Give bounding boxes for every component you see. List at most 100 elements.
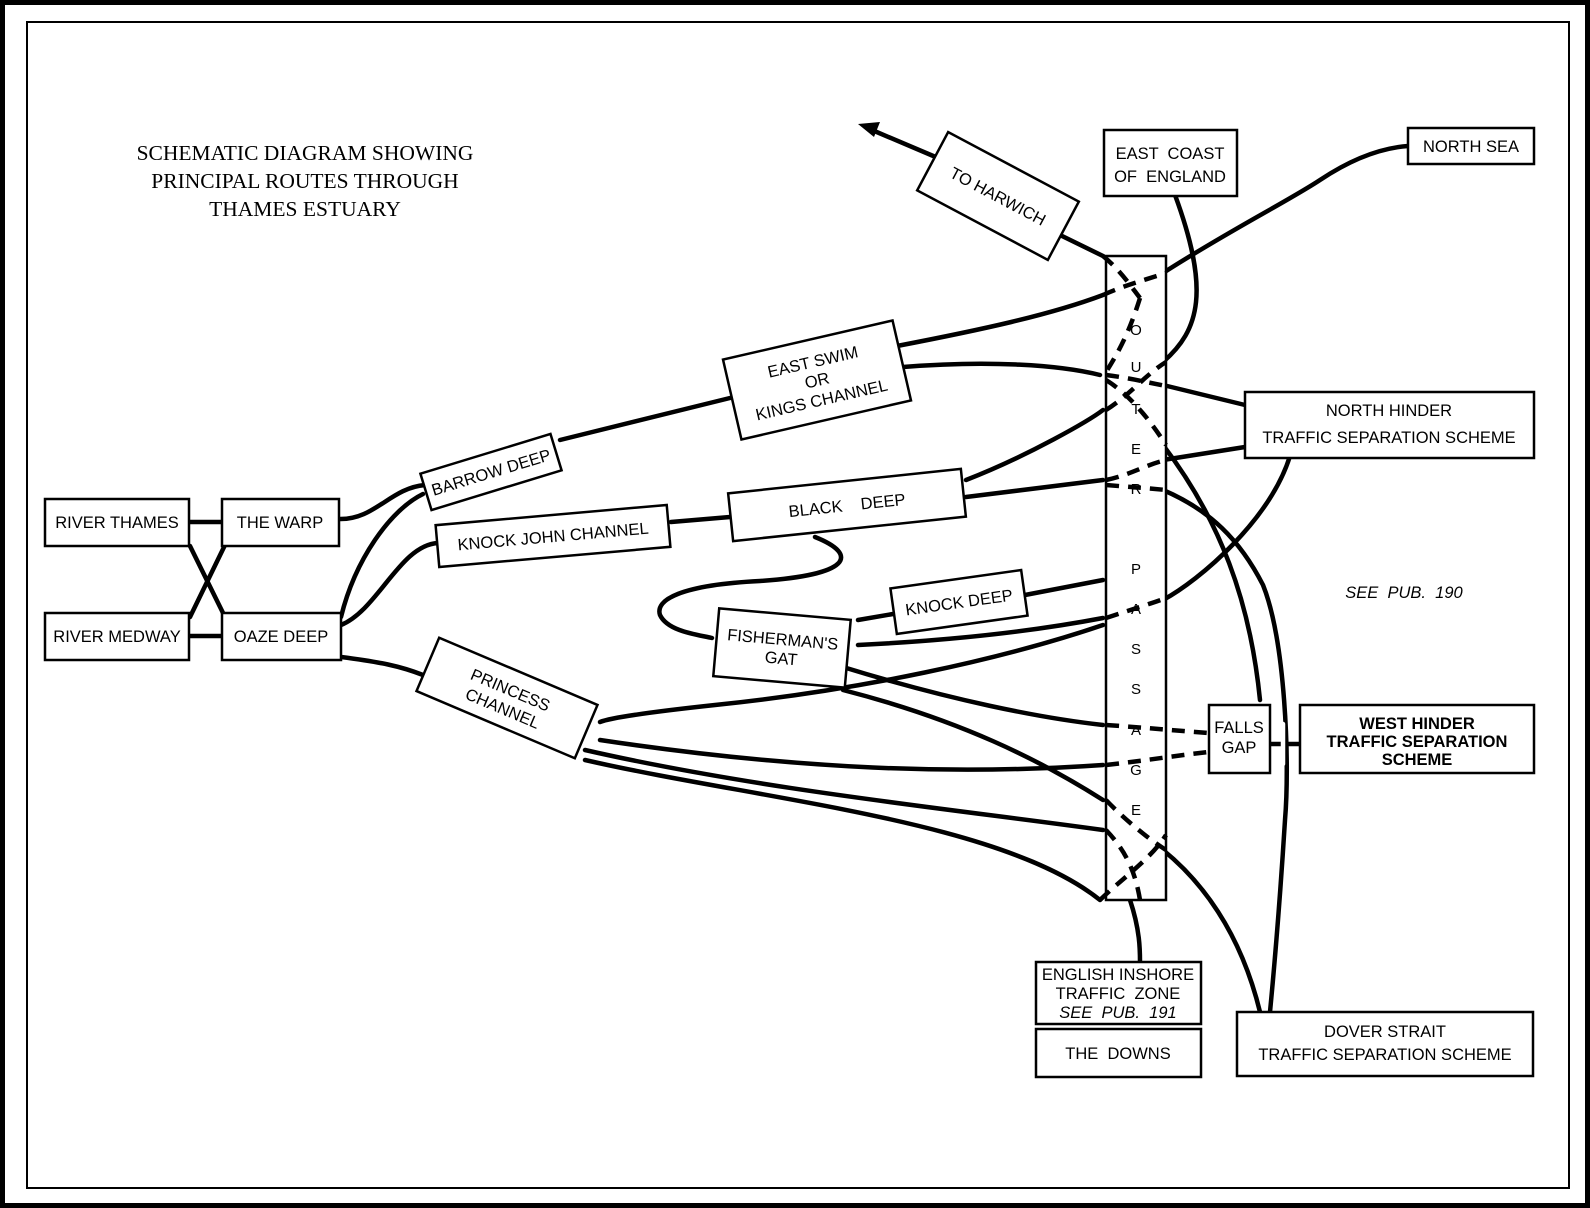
route-to-northhinder [1160,382,1248,408]
route-barrow-eastswim [557,395,733,443]
princess-channel-box [414,636,600,760]
the-warp-box [220,497,341,548]
english-inshore-box [1034,960,1203,1026]
op-letter: G [1130,762,1142,779]
route-outer-dover-right [1160,487,1290,1015]
oaze-deep-box [220,611,343,662]
east-swim-label-2: OR [803,369,831,392]
route-harwich-arrow-line [869,127,941,161]
route-fishermans-falls [840,664,1106,728]
route-knockjohn-black [668,514,733,525]
route-eastswim-outer [894,292,1106,349]
dash-crossing [1104,360,1168,412]
node-the-warp: THE WARP [220,497,341,548]
node-river-medway: RIVER MEDWAY [43,611,191,662]
route-lines [186,143,1411,1015]
node-east-swim: EAST SWIM OR KINGS CHANNEL [721,318,913,442]
node-english-inshore: ENGLISH INSHORE TRAFFIC ZONE SEE PUB. 19… [1034,960,1203,1026]
the-downs-box [1034,1027,1203,1079]
east-coast-label-2: OF ENGLAND [1114,168,1226,186]
op-letter: P [1131,561,1141,578]
english-inshore-label-1: ENGLISH INSHORE [1042,966,1194,984]
route-outer-eastcoast [1160,192,1199,365]
dash-crossing [1105,372,1167,389]
route-oaze-princess [338,654,426,678]
dash-crossing [1101,254,1142,300]
route-black-northhinder [1160,444,1248,463]
node-west-hinder: WEST HINDER TRAFFIC SEPARATION SCHEME [1298,703,1536,775]
north-hinder-label-1: NORTH HINDER [1326,402,1452,420]
node-dover-strait: DOVER STRAIT TRAFFIC SEPARATION SCHEME [1235,1010,1535,1078]
node-east-coast: EAST COAST OF ENGLAND [1102,128,1239,198]
node-barrow-deep: BARROW DEEP [418,432,564,512]
route-warp-medway [187,542,228,620]
dash-crossing [1098,833,1168,902]
fishermans-gat-label-2: GAT [764,649,798,670]
title-line-1: SCHEMATIC DIAGRAM SHOWING [137,141,474,165]
english-inshore-label-3: SEE PUB. 191 [1059,1004,1176,1022]
west-hinder-label-1: WEST HINDER [1359,715,1475,733]
op-letter: O [1130,322,1142,339]
node-the-downs: THE DOWNS [1034,1027,1203,1079]
see-pub-190-note: SEE PUB. 190 [1345,584,1463,602]
dash-crossing [1105,482,1167,493]
op-letter: S [1131,681,1141,698]
node-princess-channel: PRINCESS CHANNEL [414,636,600,760]
route-black-up [963,407,1106,483]
title-line-3: THAMES ESTUARY [209,197,401,221]
title-line-2: PRINCIPAL ROUTES THROUGH [151,169,458,193]
falls-gap-label-1: FALLS [1214,719,1264,737]
inner-border [26,21,1570,1189]
node-falls-gap: FALLS GAP [1207,703,1272,775]
east-coast-label-1: EAST COAST [1116,145,1225,163]
west-hinder-box [1298,703,1536,775]
dash-crossing [1102,270,1167,298]
diagram-title: SCHEMATIC DIAGRAM SHOWING PRINCIPAL ROUT… [137,141,474,221]
dover-strait-label-2: TRAFFIC SEPARATION SCHEME [1258,1046,1511,1064]
route-knockdeep-outer [1022,577,1106,598]
west-hinder-label-3: SCHEME [1382,751,1453,769]
north-hinder-label-2: TRAFFIC SEPARATION SCHEME [1262,429,1515,447]
outer-passage-box [1104,254,1168,902]
op-letter: S [1131,641,1141,658]
node-north-sea: NORTH SEA [1406,126,1536,166]
outer-passage-crossings [1098,254,1210,902]
falls-gap-label-2: GAP [1222,739,1257,757]
node-fishermans-gat: FISHERMAN'S GAT [711,607,853,689]
harwich-route [858,122,1106,259]
route-princess-outer-low [582,747,1106,833]
knock-deep-box [889,568,1029,636]
route-eastswim-east [900,361,1103,378]
fishermans-gat-box [711,607,853,689]
route-outer-inshore [1127,897,1143,965]
harwich-arrow-icon [858,122,880,137]
node-black-deep: BLACK DEEP [726,467,968,543]
route-fishermans-outer [855,615,1106,648]
dash-crossing [1104,378,1168,447]
route-northhinder-princess [597,622,1106,725]
route-princess-falls [597,737,1106,772]
route-warp-barrow [336,482,428,522]
route-oaze-knock-john [338,540,441,628]
west-hinder-label-2: TRAFFIC SEPARATION [1327,733,1508,751]
river-thames-box [43,497,191,548]
river-thames-label: RIVER THAMES [55,514,178,532]
falls-gap-box [1207,703,1272,775]
route-outer-northsea [1160,143,1411,276]
route-fishermans-outer-low [840,687,1106,803]
dash-crossing [1105,722,1210,736]
node-north-hinder: NORTH HINDER TRAFFIC SEPARATION SCHEME [1243,390,1536,460]
route-fishermans-knockdeep [855,611,896,623]
route-outer-dover [1160,847,1263,1015]
dash-crossing [1104,297,1143,374]
north-sea-box [1406,126,1536,166]
east-coast-box [1102,128,1239,198]
barrow-deep-box [418,432,564,512]
route-black-fishermans [657,534,844,641]
route-princess-inshore [582,757,1103,903]
knock-john-channel-box [434,503,672,569]
the-downs-label: THE DOWNS [1065,1045,1170,1063]
dover-strait-label-1: DOVER STRAIT [1324,1023,1446,1041]
node-knock-deep: KNOCK DEEP [889,568,1029,636]
